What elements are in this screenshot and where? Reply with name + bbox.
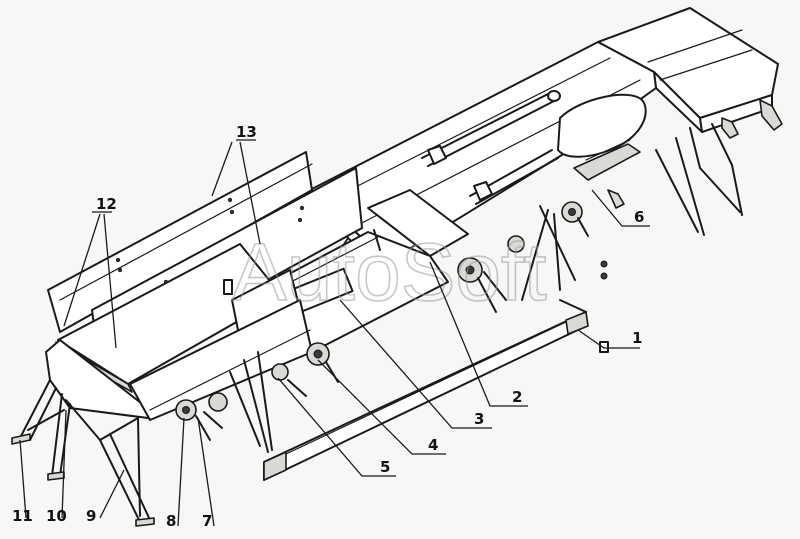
callout-2: 2	[512, 388, 522, 406]
callout-7: 7	[202, 512, 212, 530]
callout-5: 5	[380, 458, 390, 476]
callout-11: 11	[12, 507, 33, 525]
callout-3: 3	[474, 410, 484, 428]
callout-8: 8	[166, 512, 176, 530]
left-panels	[47, 151, 363, 393]
callouts: 1 2 3 4 5 6 7 8 9 10 11 12	[12, 123, 650, 530]
callout-12: 12	[96, 195, 117, 213]
callout-10: 10	[46, 507, 67, 525]
right-end-section	[597, 7, 783, 236]
watermark-text: AutoSoft	[232, 227, 547, 318]
callout-1: 1	[632, 329, 642, 347]
callout-9: 9	[86, 507, 96, 525]
callout-13: 13	[236, 123, 257, 141]
callout-6: 6	[634, 208, 644, 226]
callout-4: 4	[428, 436, 438, 454]
front-beam	[263, 299, 589, 481]
